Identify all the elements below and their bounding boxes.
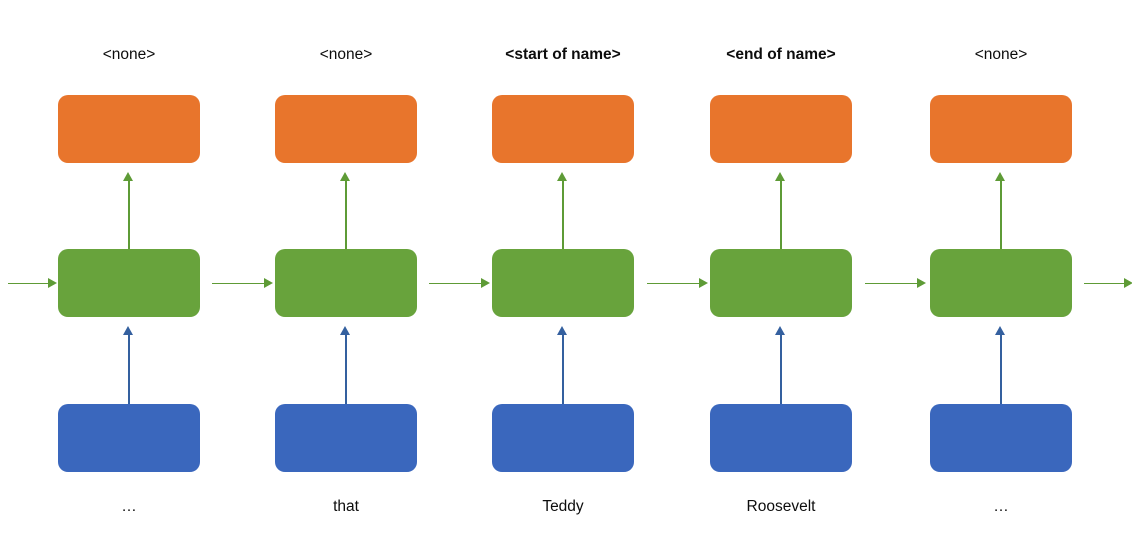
hidden-block-2[interactable]: [492, 249, 634, 317]
input-arrow-shaft-1: [345, 334, 347, 404]
input-arrow-shaft-2: [562, 334, 564, 404]
output-arrow-head-0: [123, 172, 133, 181]
output-label-3: <end of name>: [726, 46, 836, 63]
input-label-2: Teddy: [542, 498, 584, 515]
output-block-1[interactable]: [275, 95, 417, 163]
timestep-column-0: <none> …: [58, 0, 200, 551]
output-arrow-head-3: [775, 172, 785, 181]
hidden-block-4[interactable]: [930, 249, 1072, 317]
output-label-4: <none>: [974, 46, 1028, 63]
outgoing-state-arrow-head: [1124, 278, 1132, 288]
output-block-2[interactable]: [492, 95, 634, 163]
input-label-1: that: [333, 498, 359, 515]
output-label-2: <start of name>: [505, 46, 621, 63]
timestep-column-4: <none> …: [930, 0, 1072, 551]
output-label-1: <none>: [319, 46, 373, 63]
timestep-column-1: <none> that: [275, 0, 417, 551]
output-arrow-head-4: [995, 172, 1005, 181]
input-arrow-head-0: [123, 326, 133, 335]
outgoing-state-arrow-shaft: [1084, 282, 1124, 285]
input-block-1[interactable]: [275, 404, 417, 472]
state-arrow-3-to-4-shaft: [865, 282, 917, 285]
output-label-0: <none>: [102, 46, 156, 63]
state-arrow-3-to-4-head: [917, 278, 926, 288]
input-block-2[interactable]: [492, 404, 634, 472]
timestep-column-3: <end of name> Roosevelt: [710, 0, 852, 551]
output-arrow-shaft-2: [562, 180, 564, 249]
input-block-0[interactable]: [58, 404, 200, 472]
output-arrow-shaft-1: [345, 180, 347, 249]
state-arrow-2-to-3-head: [699, 278, 708, 288]
state-arrow-1-to-2-head: [481, 278, 490, 288]
incoming-state-arrow-shaft: [8, 282, 48, 285]
input-arrow-head-4: [995, 326, 1005, 335]
hidden-block-1[interactable]: [275, 249, 417, 317]
input-arrow-shaft-4: [1000, 334, 1002, 404]
input-arrow-head-3: [775, 326, 785, 335]
output-arrow-head-2: [557, 172, 567, 181]
hidden-block-3[interactable]: [710, 249, 852, 317]
state-arrow-0-to-1-shaft: [212, 282, 264, 285]
hidden-block-0[interactable]: [58, 249, 200, 317]
state-arrow-2-to-3-shaft: [647, 282, 699, 285]
input-arrow-head-1: [340, 326, 350, 335]
input-arrow-shaft-3: [780, 334, 782, 404]
input-block-3[interactable]: [710, 404, 852, 472]
input-label-0: …: [121, 498, 137, 515]
state-arrow-0-to-1-head: [264, 278, 273, 288]
output-arrow-shaft-0: [128, 180, 130, 249]
output-block-4[interactable]: [930, 95, 1072, 163]
output-block-0[interactable]: [58, 95, 200, 163]
input-label-3: Roosevelt: [746, 498, 816, 515]
state-arrow-1-to-2-shaft: [429, 282, 481, 285]
input-label-4: …: [993, 498, 1009, 515]
output-arrow-shaft-3: [780, 180, 782, 249]
output-arrow-shaft-4: [1000, 180, 1002, 249]
output-arrow-head-1: [340, 172, 350, 181]
incoming-state-arrow-head: [48, 278, 57, 288]
output-block-3[interactable]: [710, 95, 852, 163]
input-block-4[interactable]: [930, 404, 1072, 472]
input-arrow-head-2: [557, 326, 567, 335]
input-arrow-shaft-0: [128, 334, 130, 404]
timestep-column-2: <start of name> Teddy: [492, 0, 634, 551]
